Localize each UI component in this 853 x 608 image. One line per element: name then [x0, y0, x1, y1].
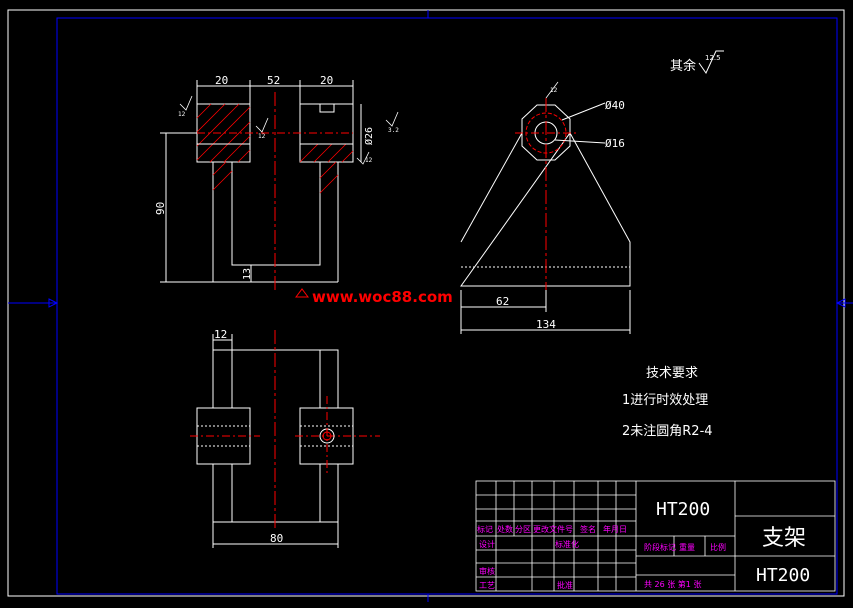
side-view: Ø40 Ø16 12 62 134: [460, 81, 631, 334]
tech-requirements: 技术要求 1进行时效处理 2未注圆角R2-4: [622, 366, 713, 439]
label-standardize: 标准化: [555, 539, 579, 549]
front-view: 20 52 20: [154, 74, 399, 290]
top-view: 12 80: [190, 328, 380, 548]
dim-total-width: 134: [536, 318, 556, 331]
dim-center-gap: 52: [267, 74, 280, 87]
front-roughness-4: 12: [365, 157, 373, 164]
front-roughness-2: 12: [258, 133, 266, 140]
material-repeat-text: HT200: [756, 565, 810, 586]
side-roughness: 12: [550, 87, 558, 94]
material-text: HT200: [656, 499, 710, 520]
label-review: 审核: [479, 566, 495, 576]
label-date: 年月日: [603, 524, 627, 534]
dim-outer-diameter: Ø40: [605, 99, 625, 112]
label-zone: 分区: [515, 525, 531, 534]
watermark-icon: [295, 288, 309, 298]
dim-boss-diameter: Ø26: [363, 127, 375, 145]
label-change-doc: 更改文件号: [533, 524, 573, 534]
general-roughness-label: 其余: [670, 58, 696, 74]
label-sheets: 共 26 张 第1 张: [644, 579, 701, 589]
dim-wall: 12: [214, 328, 227, 341]
label-process: 工艺: [479, 581, 495, 590]
front-roughness-1: 12: [178, 111, 186, 118]
label-design: 设计: [479, 539, 495, 549]
label-stage-mark: 阶段标记: [644, 542, 676, 552]
dim-right-width: 20: [320, 74, 333, 87]
sheet-frame: [7, 9, 853, 602]
dim-inner-diameter: Ø16: [605, 137, 625, 150]
label-count: 处数: [497, 524, 513, 534]
label-approve: 批准: [557, 580, 573, 590]
title-block: [475, 480, 836, 592]
tech-requirements-title: 技术要求: [646, 366, 698, 381]
label-sign: 签名: [580, 524, 596, 534]
label-mark: 标记: [477, 524, 493, 534]
dim-half-width: 62: [496, 295, 509, 308]
dim-width: 80: [270, 532, 283, 545]
dim-left-width: 20: [215, 74, 228, 87]
part-name: 支架: [762, 526, 806, 551]
tech-requirement-2: 2未注圆角R2-4: [622, 424, 713, 439]
front-roughness-3: 3.2: [388, 127, 399, 134]
general-roughness-note: 其余 12.5: [670, 50, 724, 75]
label-scale: 比例: [710, 542, 726, 552]
label-weight: 重量: [679, 542, 695, 552]
title-block-text: HT200 支架 HT200 标记 处数 分区 更改文件号 签名 年月日 设计 …: [477, 499, 810, 590]
dim-height: 90: [154, 202, 167, 215]
dim-bottom-thickness: 13: [242, 268, 253, 280]
tech-requirement-1: 1进行时效处理: [622, 393, 708, 408]
general-roughness-value: 12.5: [705, 54, 721, 62]
watermark-text: www.woc88.com: [312, 288, 453, 306]
